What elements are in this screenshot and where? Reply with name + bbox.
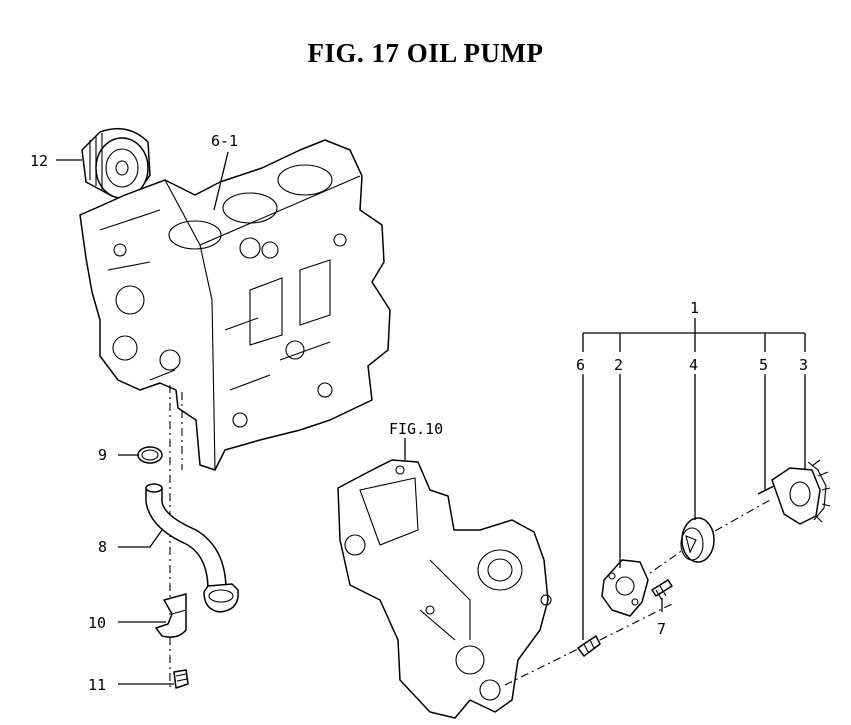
callout-4: 4 — [689, 356, 698, 374]
callout-2: 2 — [614, 356, 623, 374]
pump-pin — [757, 485, 775, 495]
callout-6-1: 6-1 — [211, 132, 238, 150]
strainer-bracket — [155, 593, 187, 638]
pump-rotor — [680, 517, 715, 563]
callout-6: 6 — [576, 356, 585, 374]
bolt-6 — [577, 635, 601, 657]
oil-filter — [81, 127, 151, 199]
figure-title: FIG. 17 OIL PUMP — [307, 38, 544, 68]
callout-7: 7 — [657, 620, 666, 638]
callout-1: 1 — [690, 299, 699, 317]
bolt-11 — [173, 669, 189, 689]
callout-3: 3 — [799, 356, 808, 374]
callout-9: 9 — [98, 446, 107, 464]
bolt-7 — [651, 579, 673, 601]
callout-11: 11 — [88, 676, 106, 694]
pump-cover — [601, 559, 649, 617]
oil-pump-assembly — [771, 459, 831, 525]
callout-10: 10 — [88, 614, 106, 632]
cylinder-block — [79, 139, 391, 471]
callout-fig10: FIG.10 — [389, 420, 443, 438]
callout-8: 8 — [98, 538, 107, 556]
gear-case — [337, 459, 552, 719]
callout-5: 5 — [759, 356, 768, 374]
callout-12: 12 — [30, 152, 48, 170]
oil-strainer-pipe — [145, 483, 239, 613]
